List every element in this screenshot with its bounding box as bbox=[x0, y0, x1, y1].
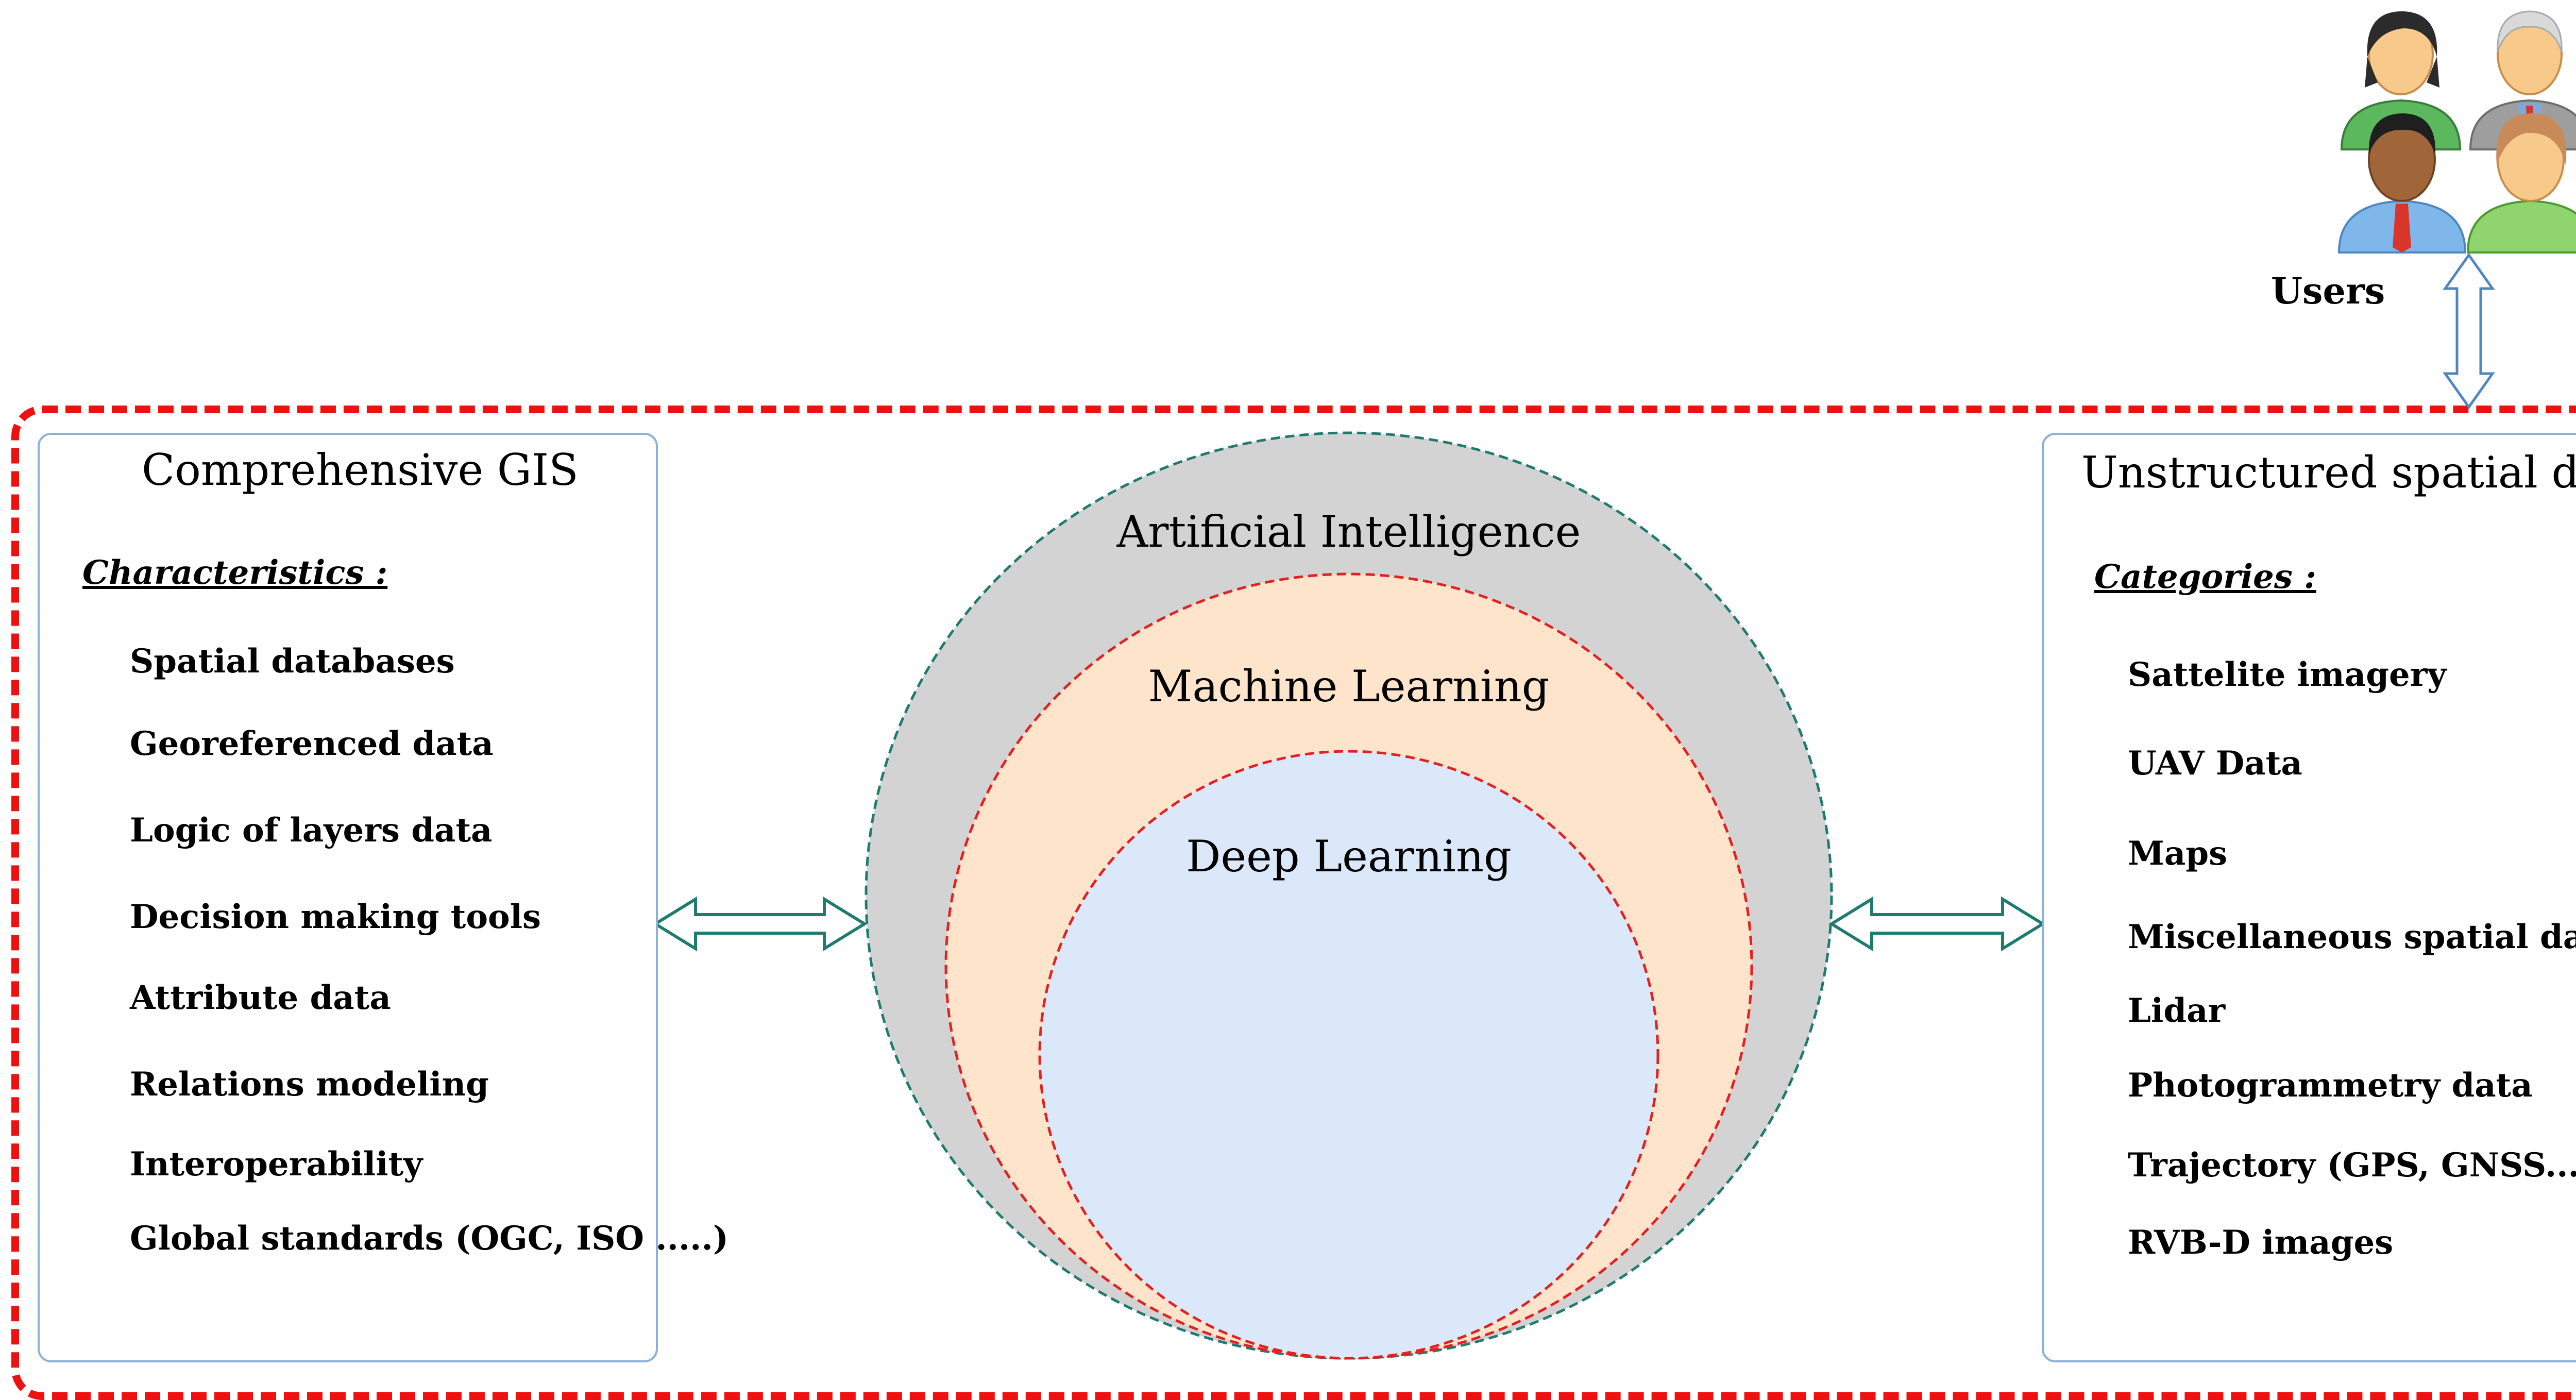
double-arrow-right-icon bbox=[1828, 896, 2046, 952]
spatial-data-panel bbox=[2042, 433, 2576, 1362]
gis-list-item: Decision making tools bbox=[130, 898, 541, 936]
double-arrow-left-icon bbox=[652, 896, 868, 952]
user-avatar-blonde-icon bbox=[2466, 113, 2576, 254]
gis-list-item: Interoperability bbox=[130, 1145, 423, 1184]
double-arrow-users-icon bbox=[2443, 252, 2495, 410]
spatial-data-list-item: UAV Data bbox=[2128, 744, 2302, 783]
dl-label: Deep Learning bbox=[1186, 831, 1512, 882]
spatial-data-list-item: Photogrammetry data bbox=[2128, 1066, 2533, 1105]
spatial-data-list-item: Sattelite imagery bbox=[2128, 655, 2447, 694]
user-avatar-man-icon bbox=[2337, 113, 2467, 254]
gis-list-item: Spatial databases bbox=[130, 642, 455, 681]
ml-label: Machine Learning bbox=[1148, 661, 1550, 712]
spatial-data-list-item: RVB-D images bbox=[2128, 1223, 2394, 1262]
gis-panel bbox=[38, 433, 658, 1362]
users-group-icon bbox=[2337, 10, 2576, 254]
gis-list-item: Global standards (OGC, ISO .....) bbox=[130, 1219, 728, 1258]
gis-characteristics-heading: Characteristics : bbox=[82, 553, 388, 592]
spatial-data-panel-title: Unstructured spatial data bbox=[2081, 447, 2576, 498]
gis-panel-title: Comprehensive GIS bbox=[142, 445, 579, 495]
spatial-data-categories-heading: Categories : bbox=[2094, 558, 2316, 596]
spatial-data-list-item: Maps bbox=[2128, 834, 2228, 873]
users-label: Users bbox=[2271, 269, 2385, 312]
ai-label: Artificial Intelligence bbox=[1116, 507, 1581, 557]
dl-circle bbox=[1038, 750, 1659, 1360]
gis-list-item: Relations modeling bbox=[130, 1065, 489, 1104]
gis-list-item: Attribute data bbox=[130, 979, 391, 1017]
spatial-data-list-item: Trajectory (GPS, GNSS.....) bbox=[2128, 1146, 2576, 1185]
gis-list-item: Logic of layers data bbox=[130, 811, 493, 850]
gis-list-item: Georeferenced data bbox=[130, 724, 494, 763]
spatial-data-list-item: Lidar bbox=[2128, 991, 2226, 1030]
spatial-data-list-item: Miscellaneous spatial data bbox=[2128, 918, 2576, 956]
